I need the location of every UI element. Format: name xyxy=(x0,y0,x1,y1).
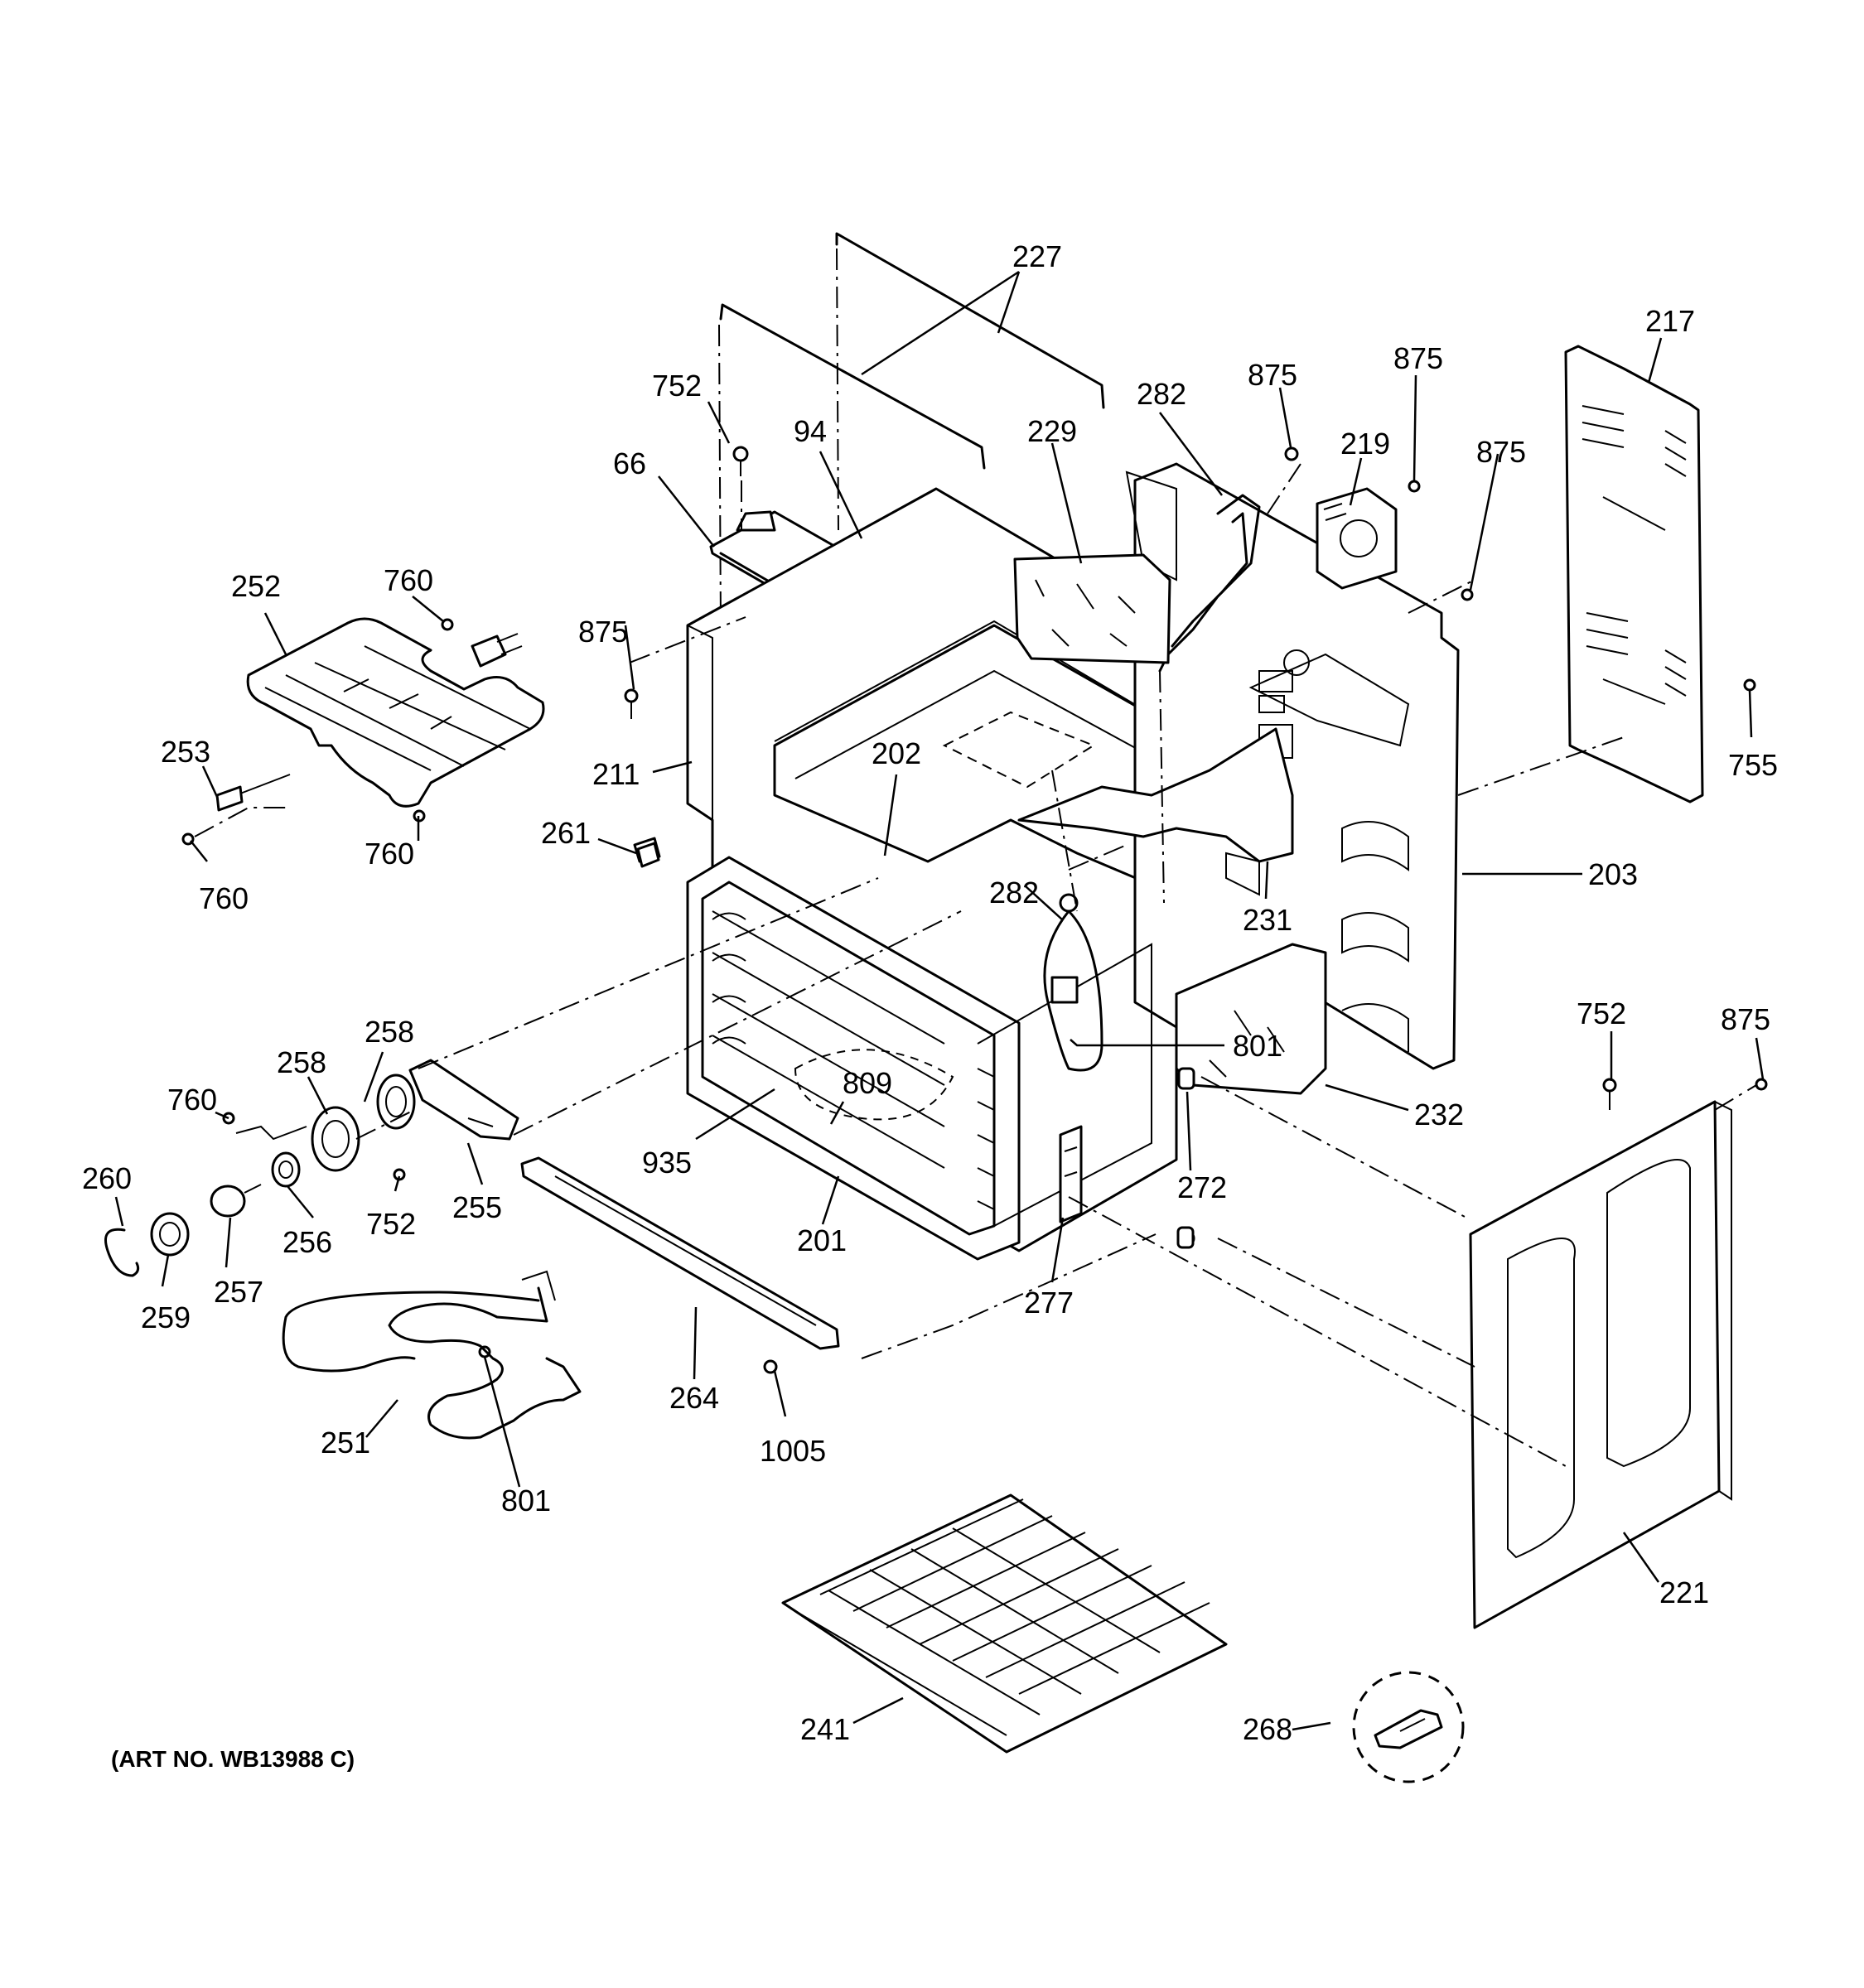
part-259-lamp-lens xyxy=(150,1212,190,1257)
callout-282: 282 xyxy=(1137,377,1186,411)
callout-253: 253 xyxy=(161,735,210,769)
part-241-oven-rack xyxy=(781,1493,1228,1754)
callout-1005: 1005 xyxy=(760,1434,826,1468)
part-203-back-panel xyxy=(1133,462,1460,1078)
callout-752: 752 xyxy=(1577,996,1626,1030)
part-258-lamp-receptacle xyxy=(235,1074,416,1172)
callout-760: 760 xyxy=(384,563,433,597)
part-231-wrap-insulation xyxy=(1017,727,1294,896)
callout-241: 241 xyxy=(800,1712,850,1746)
callout-252: 252 xyxy=(231,569,281,603)
callout-217: 217 xyxy=(1645,304,1695,338)
callout-760: 760 xyxy=(199,881,249,915)
part-219-fan-assembly xyxy=(1316,487,1398,590)
part-261-door-switch xyxy=(636,842,660,868)
callout-258: 258 xyxy=(365,1015,414,1049)
callout-219: 219 xyxy=(1340,427,1390,461)
callout-labels: 227 217 752 94 229 282 875 875 219 875 6… xyxy=(82,239,1778,1746)
callout-231: 231 xyxy=(1243,903,1292,937)
callout-752: 752 xyxy=(366,1207,416,1241)
callout-760: 760 xyxy=(365,837,414,871)
callout-202: 202 xyxy=(872,736,921,770)
part-282-lower-tube xyxy=(1043,893,1103,1072)
part-260-lens-clip xyxy=(104,1228,140,1277)
leader-lines xyxy=(114,270,1765,1731)
callout-229: 229 xyxy=(1027,414,1077,448)
callout-251: 251 xyxy=(321,1426,370,1460)
callout-211: 211 xyxy=(592,757,640,791)
callout-258: 258 xyxy=(277,1045,326,1079)
callout-809: 809 xyxy=(843,1066,892,1100)
callout-268: 268 xyxy=(1243,1712,1292,1746)
part-257-lamp-bulb xyxy=(210,1184,262,1218)
callout-755: 755 xyxy=(1728,748,1778,782)
callout-260: 260 xyxy=(82,1161,132,1195)
part-255-light-shield xyxy=(408,1059,519,1141)
callout-94: 94 xyxy=(794,414,827,448)
part-251-bake-element xyxy=(282,1270,582,1440)
callout-760: 760 xyxy=(167,1083,217,1117)
part-227-top-trim-wires xyxy=(718,232,1105,630)
part-264-rack-support xyxy=(520,1156,840,1350)
part-229-insulation-pad xyxy=(1013,553,1171,664)
callout-227: 227 xyxy=(1012,239,1062,273)
callout-875: 875 xyxy=(1476,435,1526,469)
callout-277: 277 xyxy=(1024,1286,1074,1320)
callout-203: 203 xyxy=(1588,857,1638,891)
callout-935: 935 xyxy=(642,1146,692,1180)
part-256-lamp-socket xyxy=(271,1151,301,1188)
callout-875: 875 xyxy=(1393,341,1443,375)
part-277-hinge-receiver xyxy=(1059,1125,1083,1223)
callout-875: 875 xyxy=(1721,1002,1770,1036)
art-number-label: (ART NO. WB13988 C) xyxy=(111,1746,355,1772)
callout-232: 232 xyxy=(1414,1098,1464,1132)
part-282-upper-tube xyxy=(1125,470,1261,673)
callout-66: 66 xyxy=(613,446,646,480)
part-268-rack-clip-detail xyxy=(1352,1671,1465,1783)
part-221-side-panel xyxy=(1469,1100,1732,1629)
callout-264: 264 xyxy=(669,1381,719,1415)
callout-256: 256 xyxy=(282,1225,332,1259)
callout-259: 259 xyxy=(141,1300,191,1334)
callout-801: 801 xyxy=(501,1484,551,1518)
callout-752: 752 xyxy=(652,369,702,403)
parts-artwork xyxy=(104,232,1768,1783)
part-217-side-panel xyxy=(1564,345,1704,803)
callout-272: 272 xyxy=(1177,1170,1227,1204)
callout-201: 201 xyxy=(797,1223,847,1257)
callout-875: 875 xyxy=(1248,358,1297,392)
callout-875: 875 xyxy=(578,615,628,649)
alignment-lines xyxy=(194,463,1757,1467)
callout-257: 257 xyxy=(214,1275,263,1309)
callout-221: 221 xyxy=(1659,1575,1709,1609)
callout-282: 282 xyxy=(989,876,1039,910)
callout-261: 261 xyxy=(541,816,591,850)
part-272-door-bumpers xyxy=(1176,1067,1195,1249)
callout-801: 801 xyxy=(1233,1029,1282,1063)
callout-255: 255 xyxy=(452,1190,502,1224)
part-252-heating-element xyxy=(246,617,545,808)
